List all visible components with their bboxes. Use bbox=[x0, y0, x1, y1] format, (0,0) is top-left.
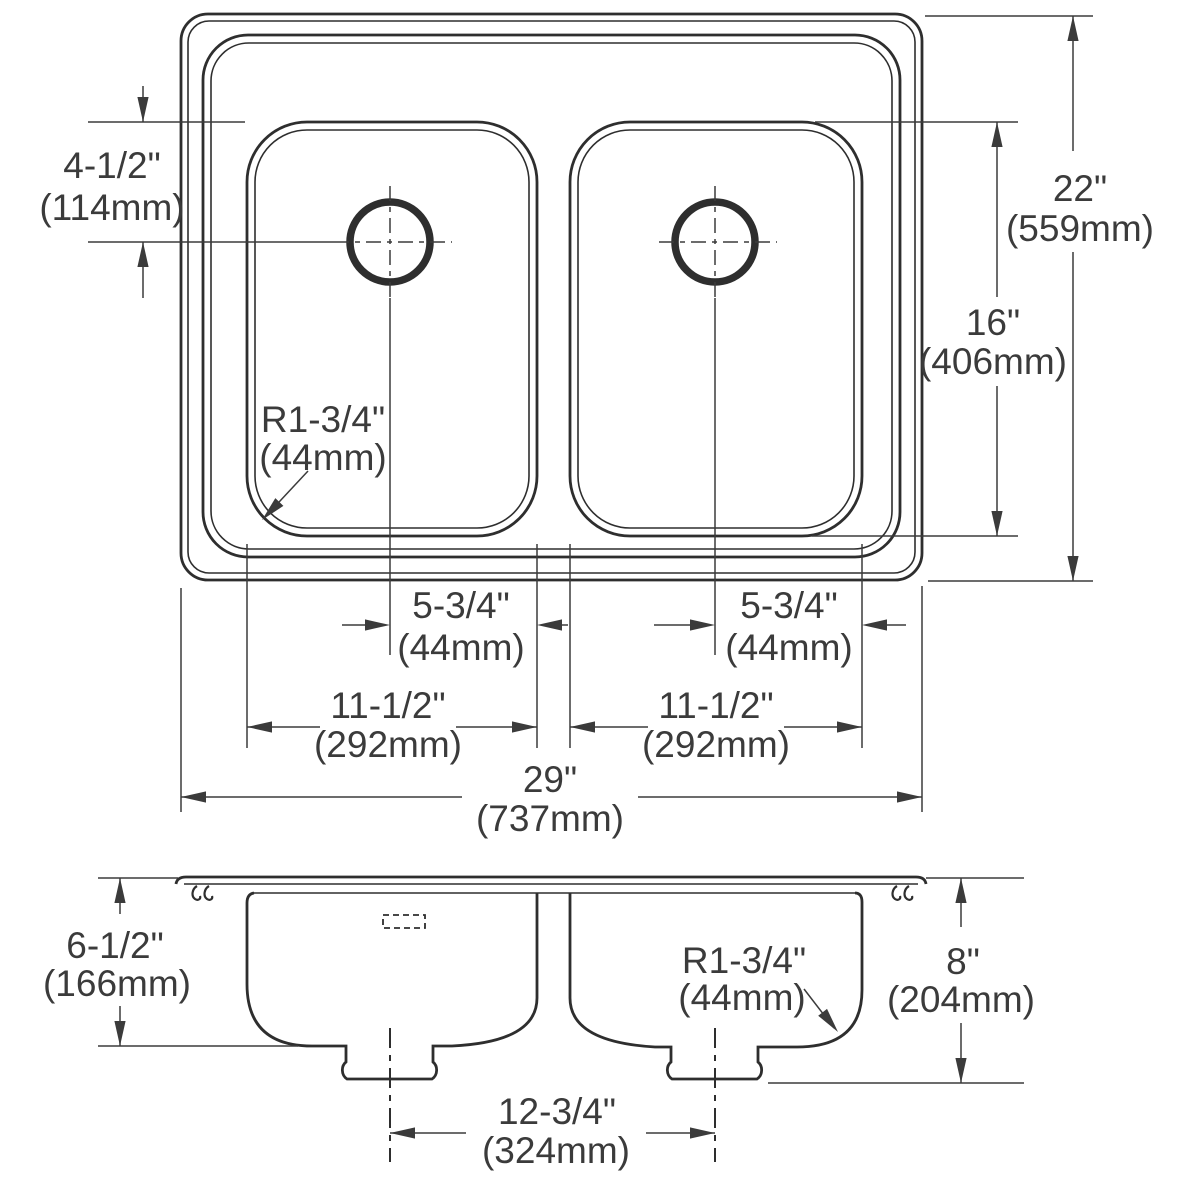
hidden-faucet-hole bbox=[382, 914, 426, 929]
deck-rim-inner-line bbox=[210, 42, 893, 550]
dim-faucet-hole-offset-in: 4-1/2" bbox=[63, 145, 160, 186]
dim-right-bowl-width-mm: (292mm) bbox=[642, 724, 790, 765]
left-bowl-profile bbox=[245, 891, 539, 1081]
dim-overall-width-in: 29" bbox=[523, 759, 577, 800]
right-bowl-outline bbox=[568, 120, 864, 538]
dim-overall-height-in: 8" bbox=[946, 941, 980, 982]
dim-left-bowl-width-in: 11-1/2" bbox=[330, 685, 445, 726]
dim-faucet-hole-offset-mm: (114mm) bbox=[39, 187, 184, 228]
right-bowl-inner-line bbox=[577, 129, 855, 529]
dim-bowl-front-to-back: 16" (406mm) bbox=[919, 122, 1067, 536]
dim-right-drain-offset-mm: (44mm) bbox=[725, 627, 852, 668]
dim-left-bowl-width: 11-1/2" (292mm) bbox=[247, 685, 537, 765]
dim-left-drain-offset: 5-3/4" (44mm) bbox=[342, 585, 568, 668]
sink-outer-edge bbox=[179, 12, 924, 582]
sink-outer-edge-inner-line bbox=[187, 20, 916, 574]
left-mounting-clip bbox=[191, 885, 214, 901]
side-view: 6-1/2" (166mm) R1-3/4" (44mm) 8" (204mm)… bbox=[43, 875, 1035, 1171]
dim-drain-center-spacing-in: 12-3/4" bbox=[498, 1091, 616, 1132]
right-mounting-clip bbox=[891, 885, 914, 901]
dim-drain-center-spacing: 12-3/4" (324mm) bbox=[390, 1091, 715, 1171]
dim-right-drain-offset-in: 5-3/4" bbox=[740, 585, 837, 626]
dim-bowl-depth-mm: (166mm) bbox=[43, 963, 191, 1004]
dim-bowl-front-to-back-in: 16" bbox=[966, 302, 1020, 343]
dim-bowl-depth-in: 6-1/2" bbox=[66, 925, 163, 966]
dim-overall-width-mm: (737mm) bbox=[476, 798, 624, 839]
right-bowl-profile bbox=[568, 891, 864, 1081]
deck-rim bbox=[201, 33, 902, 559]
dim-left-drain-offset-in: 5-3/4" bbox=[412, 585, 509, 626]
label-bottom-corner-radius-in: R1-3/4" bbox=[682, 940, 806, 981]
dim-left-drain-offset-mm: (44mm) bbox=[397, 627, 524, 668]
dim-drain-center-spacing-mm: (324mm) bbox=[482, 1130, 630, 1171]
dim-overall-front-to-back-mm: (559mm) bbox=[1006, 208, 1154, 249]
label-bottom-corner-radius-mm: (44mm) bbox=[678, 977, 805, 1018]
dim-overall-height-mm: (204mm) bbox=[887, 979, 1035, 1020]
dim-bowl-depth: 6-1/2" (166mm) bbox=[43, 878, 191, 1046]
dim-left-bowl-width-mm: (292mm) bbox=[314, 724, 462, 765]
dim-right-bowl-width: 11-1/2" (292mm) bbox=[570, 685, 862, 765]
left-bowl-outline bbox=[245, 120, 539, 538]
left-bowl-inner-line bbox=[254, 129, 530, 529]
dim-overall-height: 8" (204mm) bbox=[887, 878, 1035, 1083]
top-view: 4-1/2" (114mm) 22" (559mm) 16" (406mm) R… bbox=[39, 12, 1154, 839]
dim-right-bowl-width-in: 11-1/2" bbox=[658, 685, 773, 726]
dim-overall-front-to-back: 22" (559mm) bbox=[1006, 16, 1154, 581]
dim-faucet-hole-offset: 4-1/2" (114mm) bbox=[39, 86, 185, 298]
label-bowl-corner-radius-mm: (44mm) bbox=[259, 437, 386, 478]
label-bowl-corner-radius-in: R1-3/4" bbox=[261, 399, 385, 440]
label-bottom-corner-radius: R1-3/4" (44mm) bbox=[678, 940, 843, 1036]
dim-right-drain-offset: 5-3/4" (44mm) bbox=[654, 585, 906, 668]
dim-bowl-front-to-back-mm: (406mm) bbox=[919, 341, 1067, 382]
dim-overall-width: 29" (737mm) bbox=[181, 759, 922, 839]
dim-overall-front-to-back-in: 22" bbox=[1053, 168, 1107, 209]
label-bowl-corner-radius: R1-3/4" (44mm) bbox=[257, 399, 387, 524]
rim-top-line bbox=[174, 875, 928, 885]
